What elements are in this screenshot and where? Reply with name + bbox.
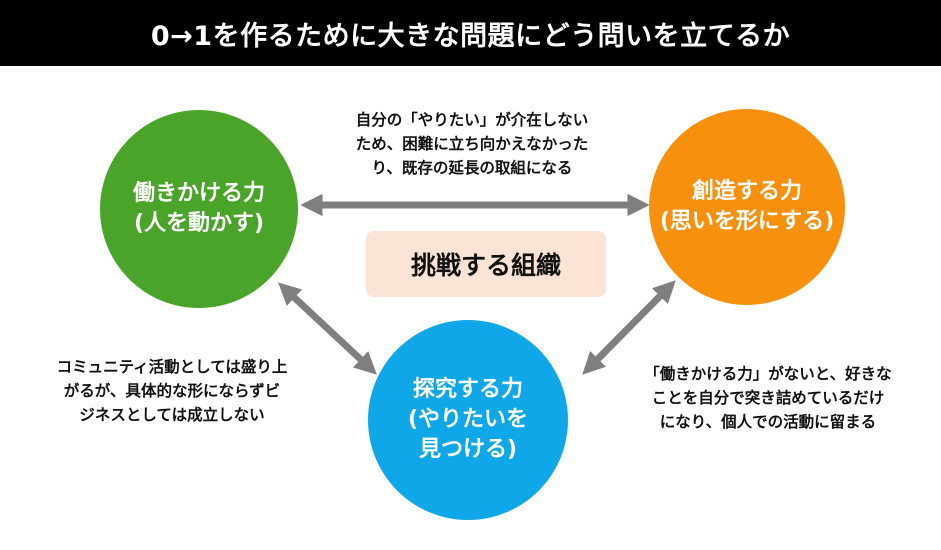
- circle-exploration: 探究する力 (やりたいを 見つける): [368, 320, 568, 520]
- circle-creation-label: 創造する力: [691, 179, 802, 205]
- circle-influence-label: 働きかける力: [132, 181, 265, 207]
- title-bar: 0→1を作るために大きな問題にどう問いを立てるか: [0, 0, 941, 66]
- note-right-line-1: 「働きかける力」がないと、好きな: [644, 365, 892, 383]
- circle-creation: 創造する力 (思いを形にする): [649, 109, 845, 305]
- note-top-line-1: 自分の「やりたい」が介在しない: [355, 111, 589, 129]
- circle-creation-sub: (思いを形にする): [659, 209, 835, 234]
- note-right-line-2: ことを自分で突き詰めているだけ: [651, 389, 885, 408]
- note-left-line-2: がるが、具体的な形にならずビ: [63, 382, 281, 401]
- circle-influence: 働きかける力 (人を動かす): [100, 110, 298, 308]
- arrow-bottom-right: [582, 280, 676, 375]
- circle-exploration-sub-2: 見つける): [418, 436, 518, 462]
- arrow-left-bottom: [278, 282, 377, 375]
- note-top-line-3: り、既存の延長の取組になる: [371, 159, 573, 178]
- note-right: 「働きかける力」がないと、好きな ことを自分で突き詰めているだけ になり、個人で…: [605, 362, 931, 434]
- center-label: 挑戦する組織: [410, 251, 561, 280]
- circle-exploration-label: 探究する力: [412, 377, 523, 403]
- note-top-line-2: ため、困難に立ち向かえなかった: [355, 135, 589, 154]
- note-left: コミュニティ活動としては盛り上 がるが、具体的な形にならずビ ジネスとしては成立…: [12, 355, 332, 427]
- note-left-line-1: コミュニティ活動としては盛り上: [56, 358, 288, 376]
- center-box: 挑戦する組織: [366, 231, 606, 297]
- circle-influence-sub: (人を動かす): [133, 211, 265, 236]
- note-left-line-3: ジネスとしては成立しない: [79, 406, 265, 425]
- note-right-line-3: になり、個人での活動に留まる: [659, 413, 877, 432]
- circle-exploration-sub-1: (やりたいを: [407, 407, 529, 433]
- diagram-title: 0→1を作るために大きな問題にどう問いを立てるか: [150, 20, 791, 52]
- note-top: 自分の「やりたい」が介在しない ため、困難に立ち向かえなかった り、既存の延長の…: [318, 108, 626, 180]
